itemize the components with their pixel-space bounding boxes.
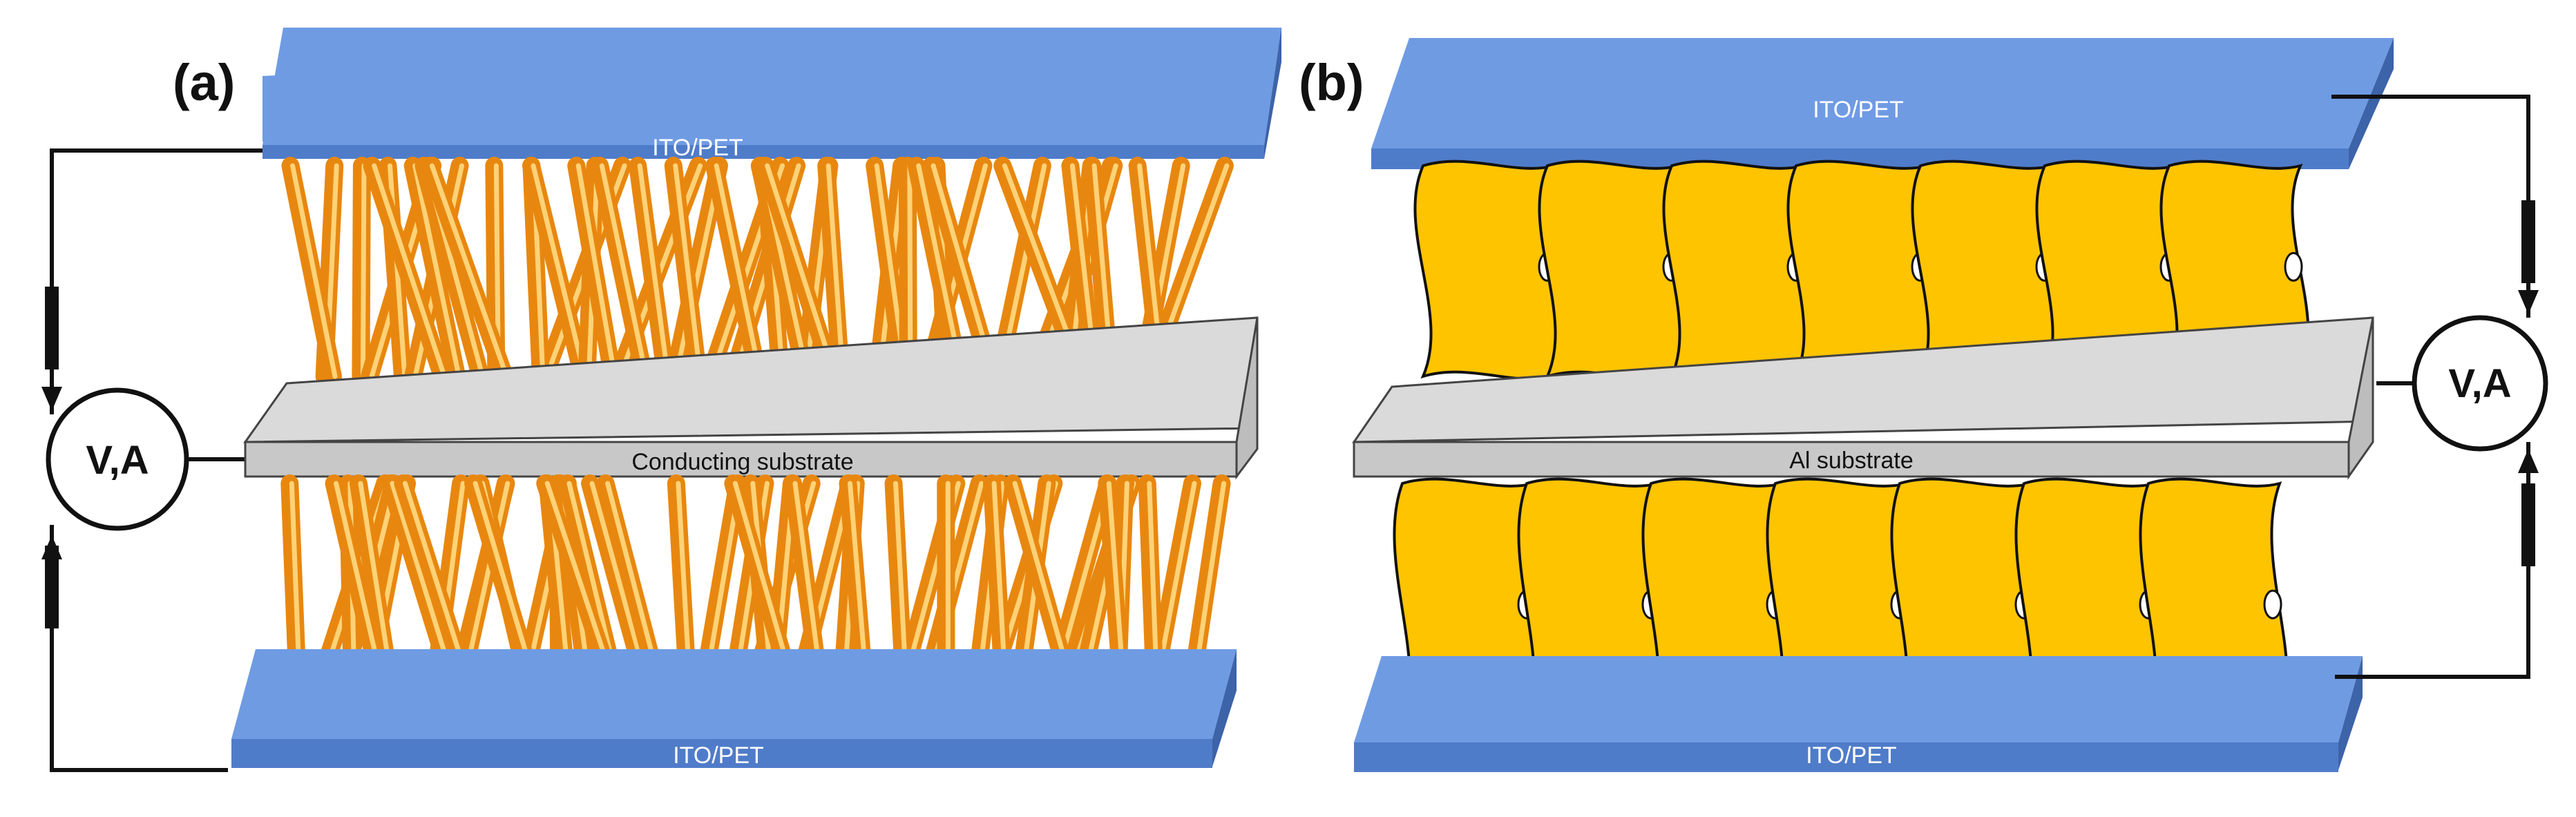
panel-a-arrow-down-icon: [41, 387, 62, 411]
nanorod-highlight: [290, 163, 338, 379]
panel-a-wire-top: [50, 148, 263, 414]
nanorod-highlight: [429, 163, 509, 379]
nanorod-highlight: [575, 163, 618, 379]
panel-a-resistor-bottom: [45, 546, 59, 628]
panel-a-bottom-electrode-label: ITO/PET: [673, 742, 764, 769]
nanorod-highlight: [531, 163, 588, 379]
panel-a-top-electrode: ITO/PET: [263, 28, 1281, 161]
panel-a: (a) V,A ITO/PET: [41, 28, 1281, 772]
panel-b-resistor-top: [2521, 200, 2535, 283]
panel-a-resistor-top: [45, 287, 59, 369]
panel-b-top-electrode-label: ITO/PET: [1813, 97, 1904, 123]
nanorod-highlight: [673, 163, 703, 379]
panel-a-circuit: V,A: [41, 148, 263, 772]
nanorod-highlight: [599, 163, 649, 379]
nanosheet-pore: [2263, 589, 2282, 619]
nanorod-highlight: [765, 163, 838, 379]
nanorod-highlight: [360, 163, 367, 379]
panel-a-wire-bottom: [50, 525, 228, 772]
panel-a-top-electrode-label: ITO/PET: [652, 135, 743, 161]
nanorod-highlight: [826, 163, 846, 379]
panel-b-meter-label: V,A: [2448, 361, 2511, 406]
panel-b-meter: [2412, 315, 2548, 452]
panel-a-meter: [46, 387, 189, 531]
nanorod-highlight: [637, 163, 671, 379]
panel-b-label: (b): [1299, 54, 1364, 111]
panel-b-circuit: V,A: [2331, 95, 2548, 679]
panel-b-bottom-electrode: ITO/PET: [1354, 656, 2363, 772]
panel-a-bottom-electrode: ITO/PET: [231, 649, 1237, 769]
panel-a-substrate-label: Conducting substrate: [631, 449, 853, 475]
nanorod-highlight: [412, 163, 461, 379]
panel-a-arrow-up-icon: [41, 535, 62, 559]
panel-b: (b) ITO/PET Al substrate ITO/PET: [1299, 38, 2548, 772]
panel-b-bottom-electrode-label: ITO/PET: [1806, 742, 1897, 769]
panel-b-arrow-up-icon: [2518, 449, 2539, 473]
panel-b-resistor-bottom: [2521, 483, 2535, 566]
panel-b-arrow-down-icon: [2518, 290, 2539, 314]
panel-b-substrate: Al substrate: [1352, 316, 2374, 480]
panel-a-meter-label: V,A: [86, 438, 149, 483]
panel-b-wire-bottom: [2335, 442, 2530, 679]
nanorod-highlight: [714, 163, 763, 379]
panel-b-substrate-label: Al substrate: [1789, 448, 1914, 474]
panel-a-substrate: Conducting substrate: [243, 316, 1259, 480]
nanosheet-pore: [2284, 251, 2303, 282]
nanorod-highlight: [372, 163, 447, 379]
panel-a-label: (a): [173, 54, 235, 111]
panel-b-nanosheets-top: [1413, 160, 2310, 381]
panel-b-top-electrode: ITO/PET: [1371, 38, 2394, 169]
